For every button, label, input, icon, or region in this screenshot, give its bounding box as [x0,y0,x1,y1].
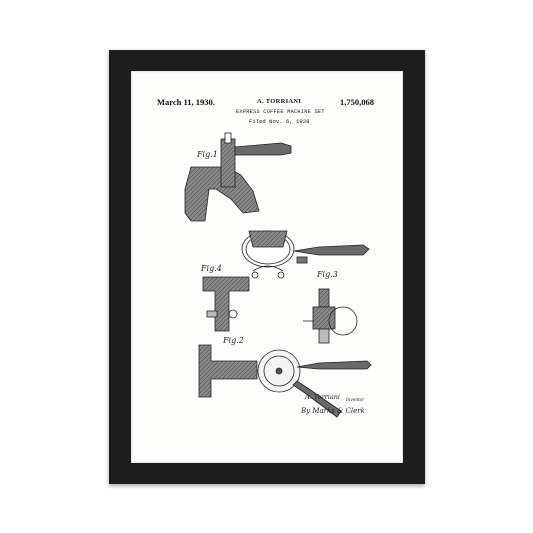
patent-filed-date: Filed Nov. 6, 1928 [249,118,310,125]
attorney-signature: By Marks & Clerk [301,407,365,415]
coffee-machine-drawing: Fig.1 Fig.4 Fig.3 Fig.2 [184,132,372,418]
inventor-caption: Inventor [346,397,365,402]
figure-4-bracket [202,276,250,332]
figure-3-valve-detail [303,288,358,344]
figure-1-label: Fig.1 [196,150,218,159]
figure-2-top-view [198,344,372,418]
patent-number: 1,750,068 [340,97,374,107]
inventor-signature: A. Torriani [305,393,341,401]
figure-2-label: Fig.2 [222,336,244,345]
patent-inventor: A. TORRIANI [257,98,302,105]
patent-date: March 11, 1930. [157,97,215,107]
figure-4-label: Fig.4 [200,264,222,273]
patent-subtitle: EXPRESS COFFEE MACHINE SET [236,109,325,115]
patent-sheet: March 11, 1930. A. TORRIANI 1,750,068 EX… [131,71,403,463]
figure-1-group-head [184,132,370,279]
figure-3-label: Fig.3 [316,270,338,279]
